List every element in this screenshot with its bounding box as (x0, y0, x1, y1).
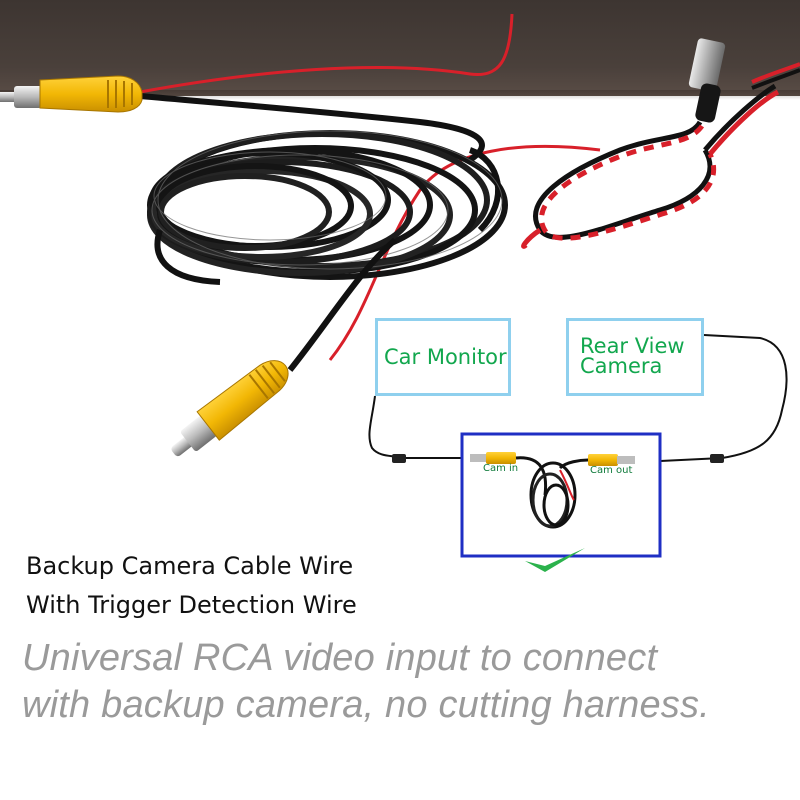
mini-cable (470, 452, 635, 529)
black-cable-top (139, 93, 485, 163)
inline-plug-right (710, 454, 724, 463)
car-monitor-text: Car Monitor (384, 345, 507, 369)
rca-connector-bottom (171, 360, 289, 457)
caption-subtext-line2: with backup camera, no cutting harness. (22, 684, 710, 726)
rca-connector-top (0, 75, 143, 113)
black-cable-bottom (287, 237, 397, 372)
rear-view-camera-label: Rear View Camera (566, 318, 704, 396)
red-trigger-wire (139, 13, 601, 361)
caption-heading-line2: With Trigger Detection Wire (26, 591, 357, 619)
car-monitor-label: Car Monitor (375, 318, 511, 396)
inline-plug-left (392, 454, 406, 463)
caption-subtext-line1: Universal RCA video input to connect (22, 637, 658, 679)
rear-view-camera-text-line2: Camera (580, 353, 663, 378)
rear-view-camera-text-line1: Rear View (580, 334, 685, 358)
check-mark-icon (525, 548, 585, 572)
twisted-power-cable (521, 83, 780, 249)
cam-out-label: Cam out (590, 465, 633, 476)
coiled-cable (147, 130, 508, 285)
power-connector (688, 38, 800, 123)
caption-heading-line1: Backup Camera Cable Wire (26, 552, 354, 580)
cam-in-label: Cam in (483, 463, 519, 474)
cable-highlights (151, 130, 503, 270)
